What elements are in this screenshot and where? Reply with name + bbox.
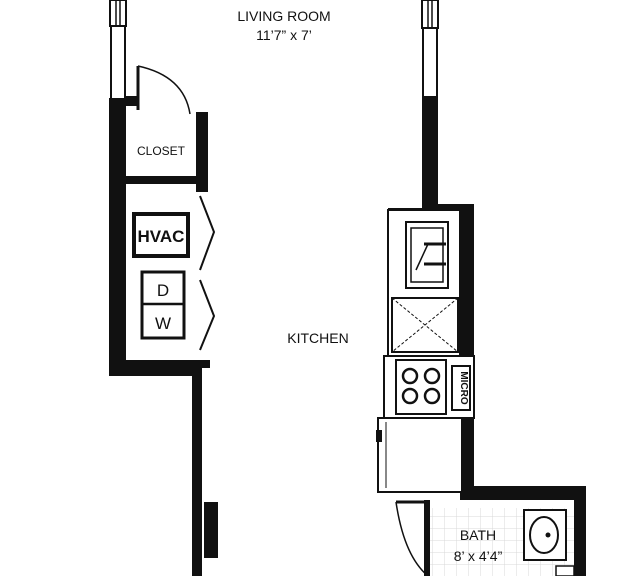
window-left: [109, 0, 127, 27]
bath-size: 8’ x 4’4”: [454, 548, 503, 564]
hvac-label: HVAC: [138, 227, 185, 246]
burner-icon: [423, 387, 441, 405]
left-wall-jog: [204, 502, 218, 558]
left-wall: [109, 98, 210, 576]
closet-wall-stub: [126, 96, 138, 106]
closet-label: CLOSET: [137, 144, 186, 158]
dishwasher: [391, 297, 459, 353]
closet-right-wall: [196, 112, 208, 192]
window-right: [421, 0, 439, 29]
washer-label: W: [155, 314, 171, 333]
burner-icon: [423, 367, 441, 385]
closet-door[interactable]: [136, 65, 191, 115]
kitchen-label: KITCHEN: [287, 330, 348, 346]
washer-dryer: [140, 270, 186, 340]
microwave: [451, 365, 471, 411]
bath-left-wall: [424, 500, 430, 576]
dryer-label: D: [157, 281, 169, 300]
bath-sink: [523, 509, 567, 561]
burner-icon: [401, 367, 419, 385]
micro-label: MICRO: [458, 371, 469, 405]
living-room-size: 11’7” x 7’: [256, 27, 312, 43]
left-thin-wall: [110, 26, 126, 98]
burner-icon: [401, 387, 419, 405]
living-room-label: LIVING ROOM: [237, 8, 330, 24]
bifold-door-hvac[interactable]: [199, 195, 216, 271]
bath-door[interactable]: [395, 500, 429, 576]
bath-fixture-bottom: [555, 565, 575, 576]
hvac-unit: [132, 212, 190, 258]
bifold-door-wd[interactable]: [199, 279, 216, 351]
kitchen-sink: [405, 221, 449, 289]
closet-bottom-wall: [124, 176, 208, 184]
bath-label: BATH: [460, 527, 496, 543]
refrigerator: [376, 417, 463, 493]
right-thin-wall: [422, 28, 438, 96]
